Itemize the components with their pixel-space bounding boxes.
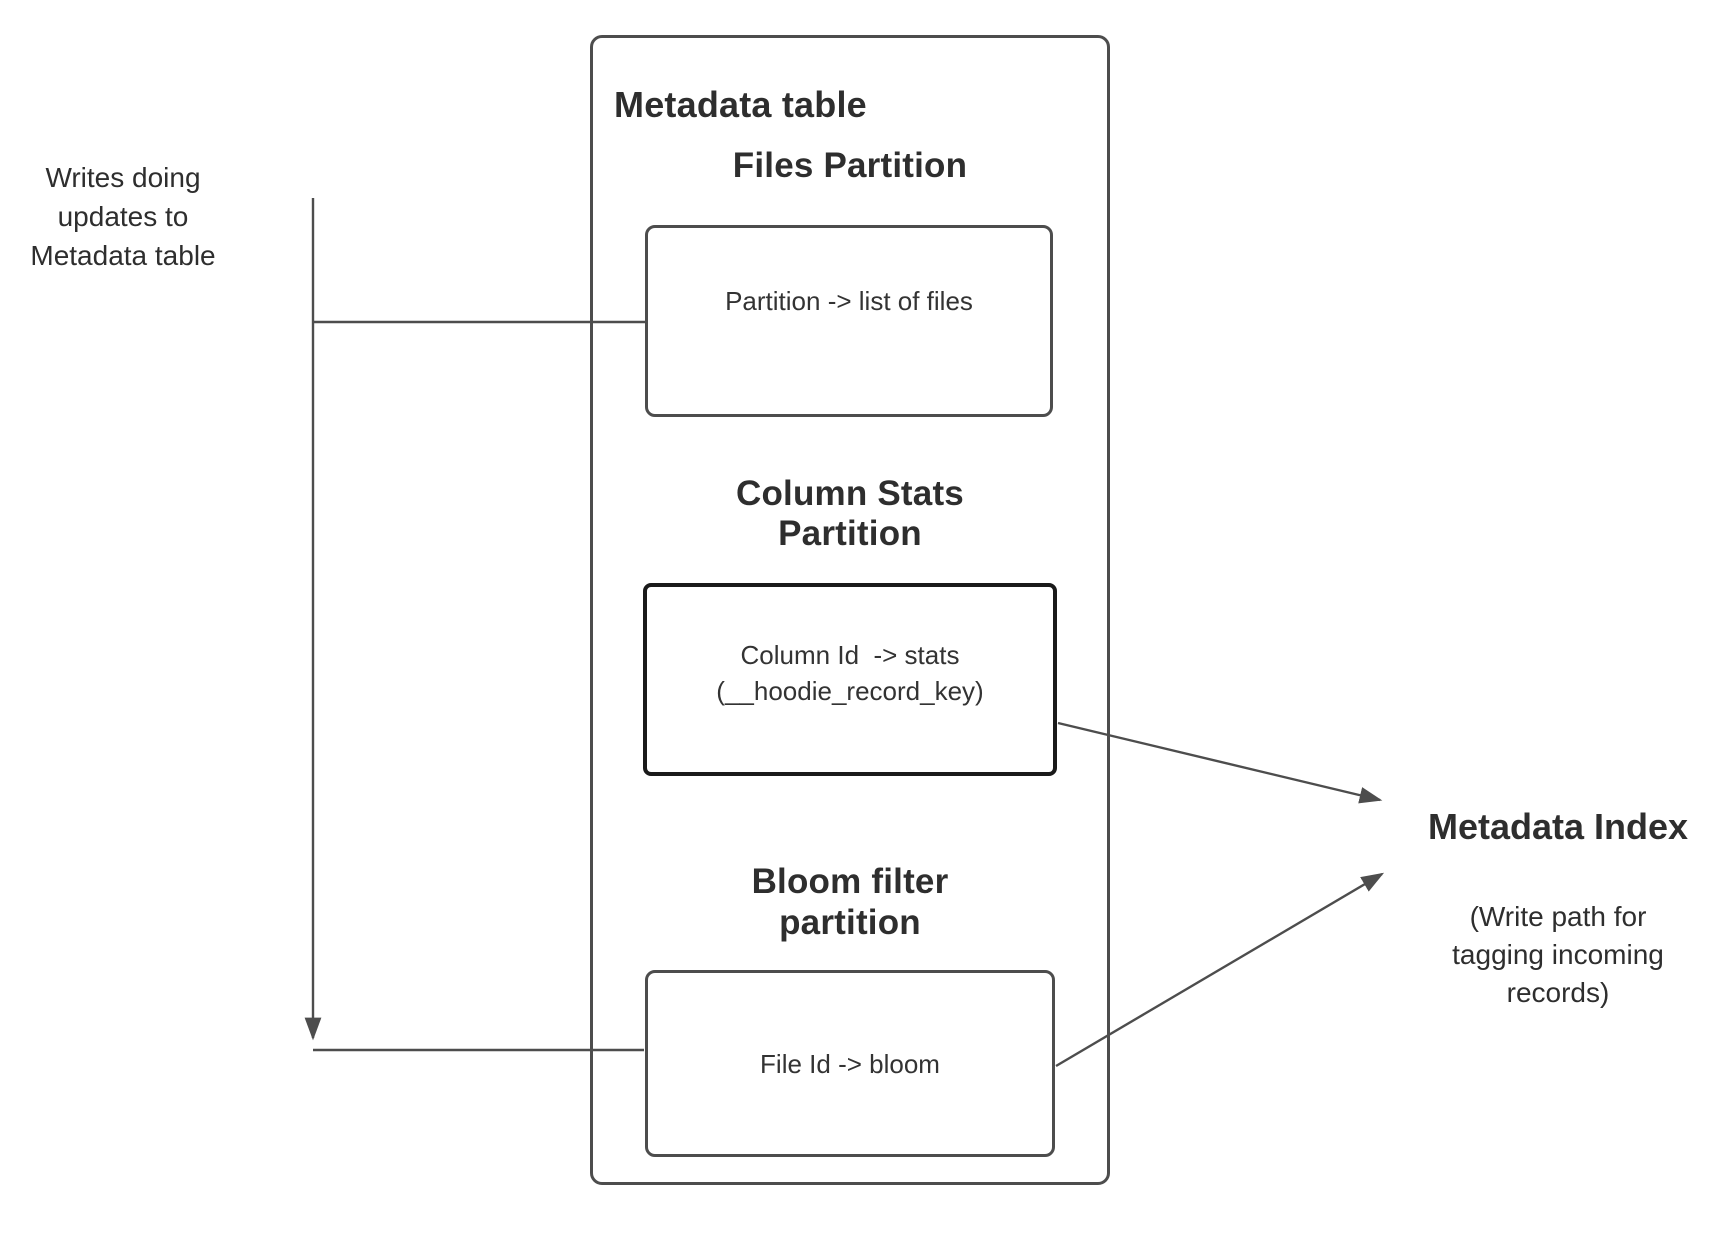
metadata-table-box: [590, 35, 1110, 1185]
metadata-index-note: (Write path for tagging incoming records…: [1452, 901, 1664, 1008]
bloom-filter-partition-body: File Id -> bloom: [760, 1048, 940, 1079]
files-partition-heading: Files Partition: [732, 146, 968, 185]
files-partition-box: Partition -> list of files: [645, 225, 1053, 417]
bloom-filter-partition-box: File Id -> bloom: [645, 970, 1055, 1157]
files-partition-body: Partition -> list of files: [725, 286, 973, 316]
column-stats-partition-body: Column Id -> stats (__hoodie_record_key): [716, 640, 984, 706]
column-stats-partition-heading: Column Stats Partition: [736, 474, 964, 553]
column-stats-partition-box: Column Id -> stats (__hoodie_record_key): [643, 583, 1057, 776]
bloom-filter-partition-heading: Bloom filter partition: [751, 862, 949, 942]
metadata-index-title: Metadata Index: [1427, 806, 1689, 847]
metadata-table-title: Metadata table: [614, 84, 867, 125]
writes-note: Writes doing updates to Metadata table: [30, 162, 216, 271]
